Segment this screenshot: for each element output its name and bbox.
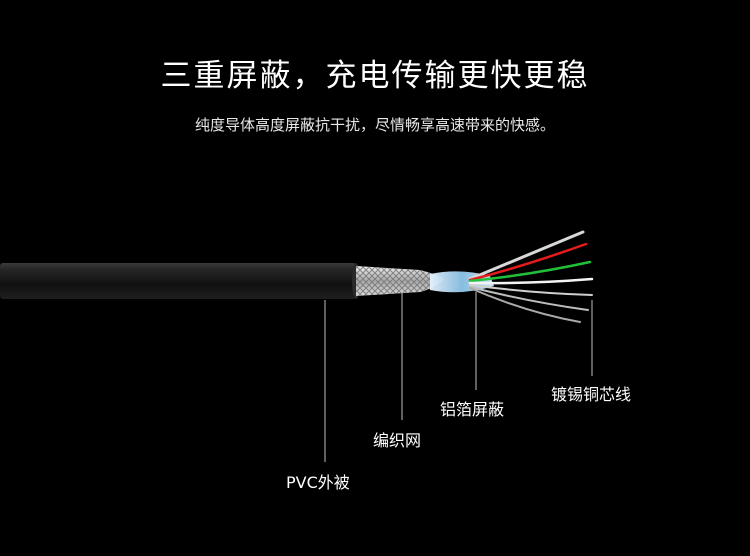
label-aluminum-foil: 铝箔屏蔽 bbox=[440, 400, 505, 419]
page-subtitle: 纯度导体高度屏蔽抗干扰，尽情畅享高速带来的快感。 bbox=[194, 116, 555, 134]
pvc-jacket bbox=[0, 263, 356, 299]
braided-shield-weave bbox=[356, 266, 444, 296]
wire-strand-bottom bbox=[469, 287, 581, 323]
label-tinned-copper-strands: 镀锡铜芯线 bbox=[551, 385, 632, 404]
label-braided-mesh: 编织网 bbox=[373, 431, 422, 450]
wire-strand-mid bbox=[469, 284, 593, 296]
wire-strand-top bbox=[468, 230, 585, 281]
page-title: 三重屏蔽，充电传输更快更稳 bbox=[160, 58, 590, 94]
wire-green bbox=[468, 260, 592, 283]
wire-white bbox=[468, 277, 594, 285]
wire-strand-low bbox=[469, 286, 589, 311]
wire-group bbox=[468, 230, 594, 323]
wire-red bbox=[468, 242, 588, 282]
leader-lines bbox=[324, 290, 593, 462]
label-pvc-jacket: PVC外被 bbox=[286, 473, 350, 492]
